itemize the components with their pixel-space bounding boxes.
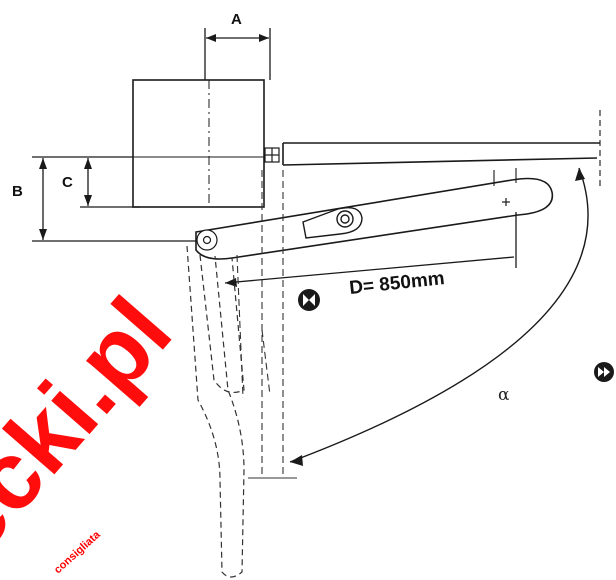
open-direction-icon	[594, 362, 614, 382]
label-dim-c: C	[62, 174, 73, 191]
label-angle: α	[498, 385, 510, 405]
dimension-c	[80, 158, 140, 208]
arm-bracket	[302, 206, 363, 239]
close-direction-icon	[298, 289, 320, 311]
watermark-text: ecki.pl	[0, 278, 192, 574]
operator-arm	[195, 168, 554, 260]
dimension-b	[32, 156, 196, 242]
operator-arm-open	[199, 254, 245, 393]
gate-leaf-open	[186, 245, 245, 578]
watermark-small-text: consigliata	[52, 528, 103, 576]
label-dim-b: B	[12, 183, 23, 200]
dashed-reference-lines	[236, 170, 297, 479]
hinge	[264, 147, 280, 163]
opening-angle-arc	[289, 167, 589, 466]
gate-leaf-closed	[282, 110, 601, 190]
watermark: ecki.pl consigliata	[0, 278, 192, 576]
motor-box	[132, 79, 265, 208]
arm-pivot	[196, 229, 218, 251]
dimension-a	[204, 28, 271, 80]
label-dim-a: A	[231, 11, 242, 28]
label-dim-d: D= 850mm	[348, 268, 445, 299]
